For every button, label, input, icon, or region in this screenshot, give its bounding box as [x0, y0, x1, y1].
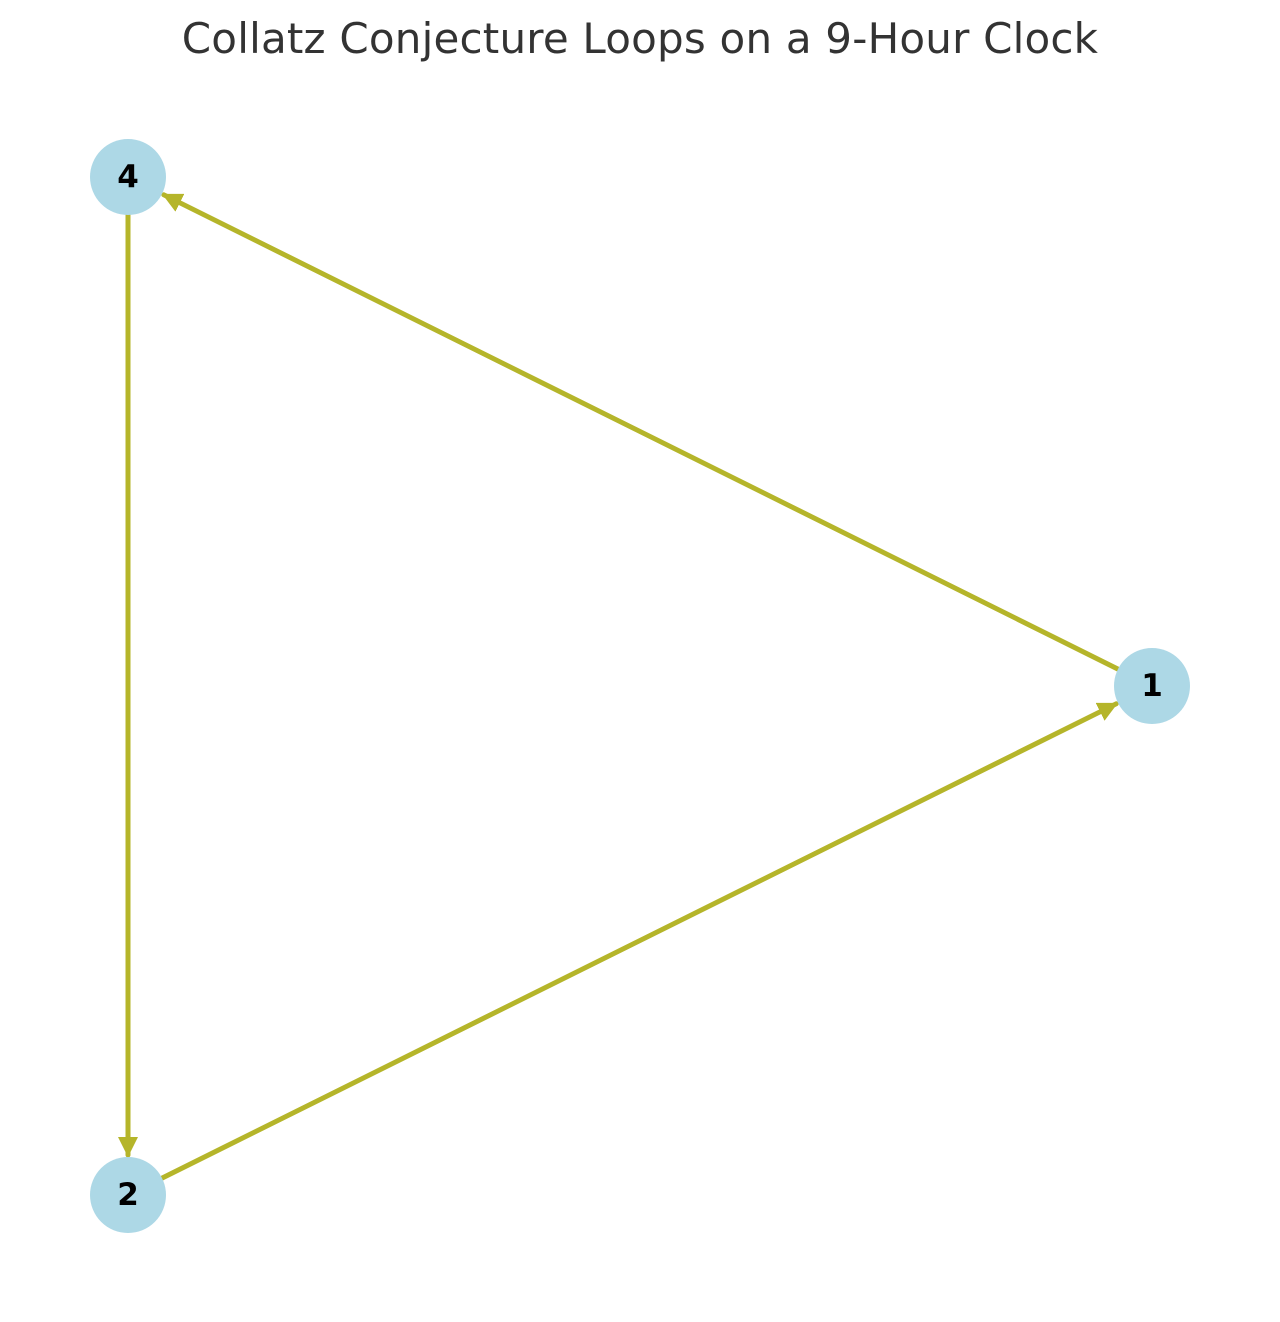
node-label: 1	[1141, 668, 1163, 704]
edges-layer	[118, 192, 1121, 1181]
node-label: 4	[117, 159, 139, 195]
node-circle	[90, 139, 166, 215]
node-1: 1	[1114, 648, 1190, 724]
node-circle	[90, 1157, 166, 1233]
node-circle	[1114, 648, 1190, 724]
diagram-title: Collatz Conjecture Loops on a 9-Hour Clo…	[181, 14, 1099, 63]
node-4: 4	[90, 139, 166, 215]
node-label: 2	[117, 1177, 139, 1213]
node-2: 2	[90, 1157, 166, 1233]
nodes-layer: 1 2 4	[90, 139, 1190, 1233]
edge-n2-to-n1	[159, 701, 1119, 1181]
edge-n1-to-n4	[161, 192, 1121, 672]
